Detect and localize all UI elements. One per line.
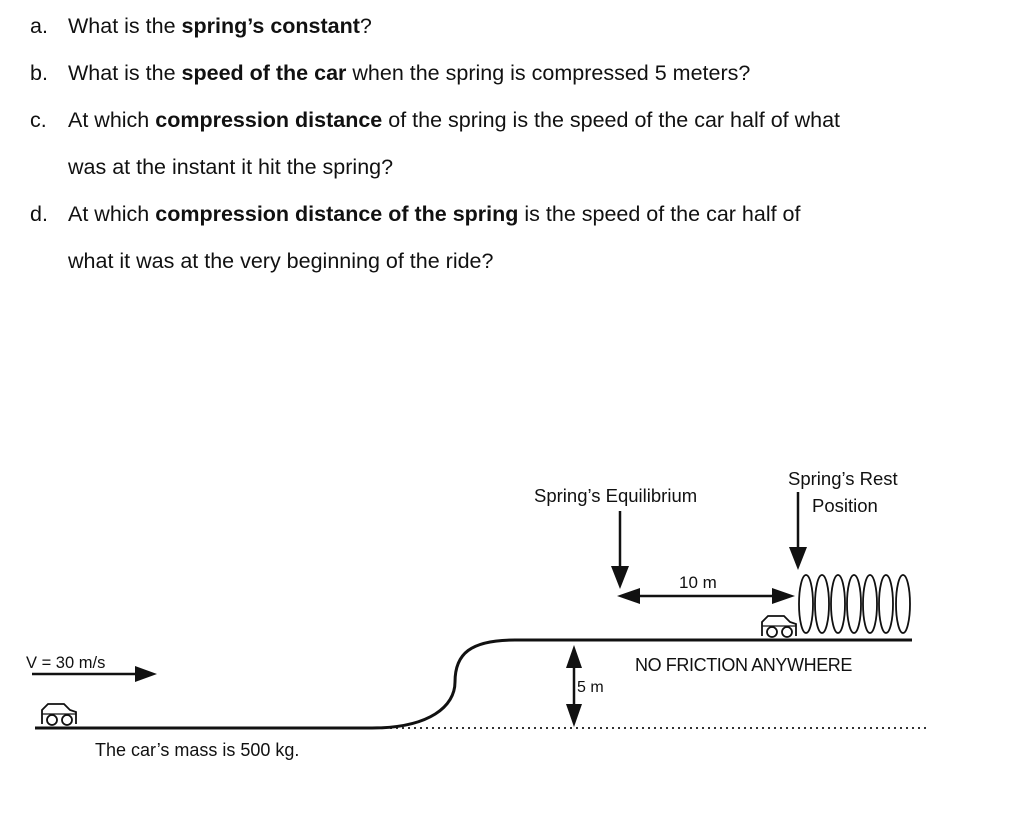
question-marker: c.: [30, 108, 47, 132]
distance-arrow-right-icon: [772, 588, 795, 604]
distance-label: 10 m: [679, 573, 717, 592]
track-line: [35, 638, 912, 730]
height-arrow-up-icon: [566, 645, 582, 668]
rest-position-label-line1: Spring’s Rest: [788, 468, 898, 489]
question-line: What is the speed of the car when the sp…: [68, 61, 751, 85]
rest-arrow-icon: [789, 547, 807, 570]
car-at-spring-icon: [761, 615, 797, 638]
equilibrium-label: Spring’s Equilibrium: [534, 485, 697, 506]
question-line: what it was at the very beginning of the…: [68, 249, 494, 273]
velocity-label: V = 30 m/s: [26, 654, 105, 672]
question-marker: d.: [30, 202, 48, 226]
question-marker: a.: [30, 14, 48, 38]
friction-label: NO FRICTION ANYWHERE: [635, 655, 852, 675]
equilibrium-arrow-icon: [611, 566, 629, 589]
question-line: was at the instant it hit the spring?: [68, 155, 394, 179]
car-icon: [41, 703, 77, 726]
rest-position-label-line2: Position: [812, 495, 878, 516]
height-arrow-down-icon: [566, 704, 582, 727]
question-line: At which compression distance of the spr…: [68, 202, 801, 226]
question-line: At which compression distance of the spr…: [68, 108, 841, 132]
velocity-arrow-icon: [135, 666, 157, 682]
spring-coil-icon: [798, 574, 911, 634]
question-line: What is the spring’s constant?: [68, 14, 372, 38]
height-label: 5 m: [577, 679, 604, 696]
question-marker: b.: [30, 61, 48, 85]
distance-arrow-left-icon: [617, 588, 640, 604]
mass-label: The car’s mass is 500 kg.: [95, 740, 299, 760]
